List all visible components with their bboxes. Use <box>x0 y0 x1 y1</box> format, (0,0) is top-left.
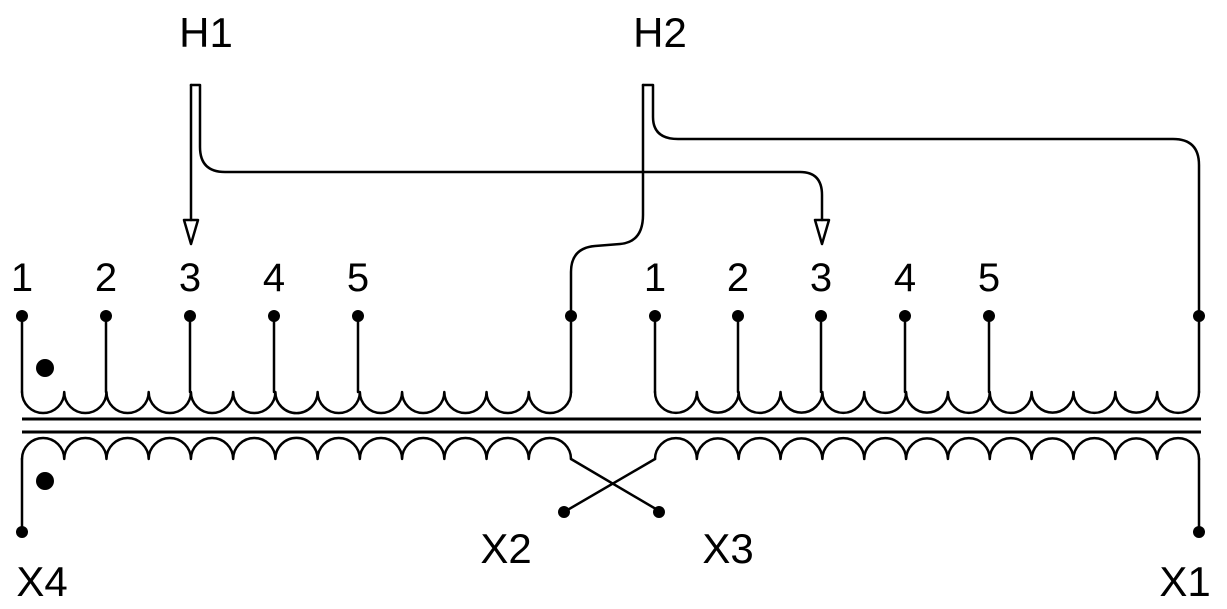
tap-label-right-2: 2 <box>727 256 749 300</box>
terminal-dot-x4 <box>16 526 28 538</box>
tap-label-right-5: 5 <box>978 256 1000 300</box>
polarity-dot-secondary <box>36 472 54 490</box>
tap-label-left-2: 2 <box>95 256 117 300</box>
tap-label-left-3: 3 <box>179 256 201 300</box>
x2-label: X2 <box>480 525 531 572</box>
terminal-dot-right-5 <box>983 310 995 322</box>
terminal-dot-x1 <box>1193 526 1205 538</box>
x4-label: X4 <box>16 558 67 605</box>
tap-label-left-5: 5 <box>347 256 369 300</box>
x1-label: X1 <box>1159 558 1210 605</box>
secondary-coil-left <box>20 436 573 461</box>
tap-labels-right: 1 2 3 4 5 <box>644 256 1000 300</box>
tap-label-right-1: 1 <box>644 256 666 300</box>
polarity-dot-primary <box>36 359 54 377</box>
terminal-dot-left-2 <box>100 310 112 322</box>
terminal-dot-left-4 <box>268 310 280 322</box>
terminal-dot-x2 <box>558 506 570 518</box>
h1-lead <box>189 83 824 222</box>
tap-label-right-4: 4 <box>894 256 916 300</box>
terminal-dot-right-outer <box>1193 310 1205 322</box>
tap-labels-left: 1 2 3 4 5 <box>11 256 369 300</box>
terminal-dot-right-3 <box>815 310 827 322</box>
tap-label-left-1: 1 <box>11 256 33 300</box>
x3-label: X3 <box>702 525 753 572</box>
terminal-dot-x3 <box>653 506 665 518</box>
tap-leads <box>20 314 1201 394</box>
transformer-core <box>22 417 1201 434</box>
terminal-dot-left-1 <box>16 310 28 322</box>
tap-label-left-4: 4 <box>263 256 285 300</box>
h1-label: H1 <box>179 9 233 56</box>
terminal-dot-center <box>565 310 577 322</box>
terminal-dot-right-2 <box>732 310 744 322</box>
terminal-dots <box>16 310 1205 538</box>
tap-label-right-3: 3 <box>810 256 832 300</box>
h2-label: H2 <box>633 9 687 56</box>
h2-lead <box>569 83 1201 318</box>
secondary-coil-right <box>653 436 1201 461</box>
terminal-dot-left-3 <box>184 310 196 322</box>
h2-arrow-icon <box>813 218 831 246</box>
terminal-dot-right-1 <box>649 310 661 322</box>
secondary-leads <box>20 457 1201 534</box>
primary-coil-left <box>20 390 573 415</box>
primary-coil-right <box>653 390 1201 415</box>
terminal-dot-left-5 <box>352 310 364 322</box>
h1-arrow-icon <box>182 218 200 246</box>
terminal-dot-right-4 <box>899 310 911 322</box>
